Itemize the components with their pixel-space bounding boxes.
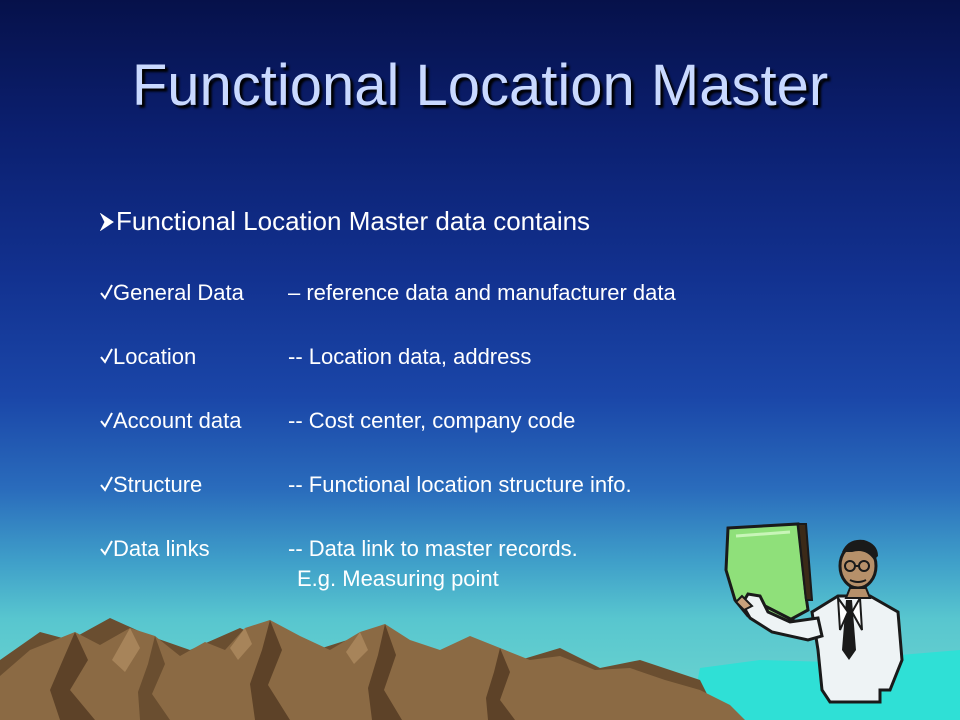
arrow-bullet-icon bbox=[100, 212, 114, 231]
checkmark-icon bbox=[100, 412, 113, 428]
item-term: Location bbox=[113, 344, 197, 369]
mountain-shadow-2 bbox=[250, 620, 290, 720]
mountain-range bbox=[0, 620, 745, 720]
list-item: Account data -- Cost center, company cod… bbox=[100, 408, 780, 472]
item-desc: -- Data link to master records. bbox=[288, 536, 578, 561]
mountain-highlight-3 bbox=[346, 632, 368, 664]
mountain-shadow-3 bbox=[368, 624, 402, 720]
checkmark-icon bbox=[100, 284, 113, 300]
item-desc: -- Location data, address bbox=[288, 344, 532, 369]
mountain-highlight-2 bbox=[230, 628, 252, 660]
item-term: Data links bbox=[113, 536, 210, 561]
presenter-hair bbox=[842, 539, 878, 560]
item-term: General Data bbox=[113, 280, 244, 305]
bullet-list: General Data – reference data and manufa… bbox=[100, 280, 780, 600]
list-item: General Data – reference data and manufa… bbox=[100, 280, 780, 344]
board-edge bbox=[796, 523, 814, 601]
item-desc: -- Cost center, company code bbox=[288, 408, 576, 433]
checkmark-icon bbox=[100, 540, 113, 556]
item-desc-continuation: E.g. Measuring point bbox=[297, 566, 499, 591]
item-desc: – reference data and manufacturer data bbox=[288, 280, 676, 305]
mountain-shadow-1 bbox=[50, 632, 95, 720]
mountain-shadow-4 bbox=[486, 648, 515, 720]
item-desc: -- Functional location structure info. bbox=[288, 472, 632, 497]
slide-title: Functional Location Master bbox=[131, 53, 829, 118]
lead-text: Functional Location Master data contains bbox=[116, 206, 591, 236]
list-item: Structure -- Functional location structu… bbox=[100, 472, 780, 536]
item-term: Account data bbox=[113, 408, 242, 433]
mountain-shadow-5 bbox=[138, 636, 170, 720]
mountain-highlight bbox=[112, 628, 140, 672]
presenter-illustration bbox=[724, 522, 904, 704]
item-term: Structure bbox=[113, 472, 203, 497]
checkmark-icon bbox=[100, 348, 113, 364]
list-item: Data links -- Data link to master record… bbox=[100, 536, 780, 600]
lead-line: Functional Location Master data contains bbox=[100, 206, 590, 237]
list-item: Location -- Location data, address bbox=[100, 344, 780, 408]
checkmark-icon bbox=[100, 476, 113, 492]
